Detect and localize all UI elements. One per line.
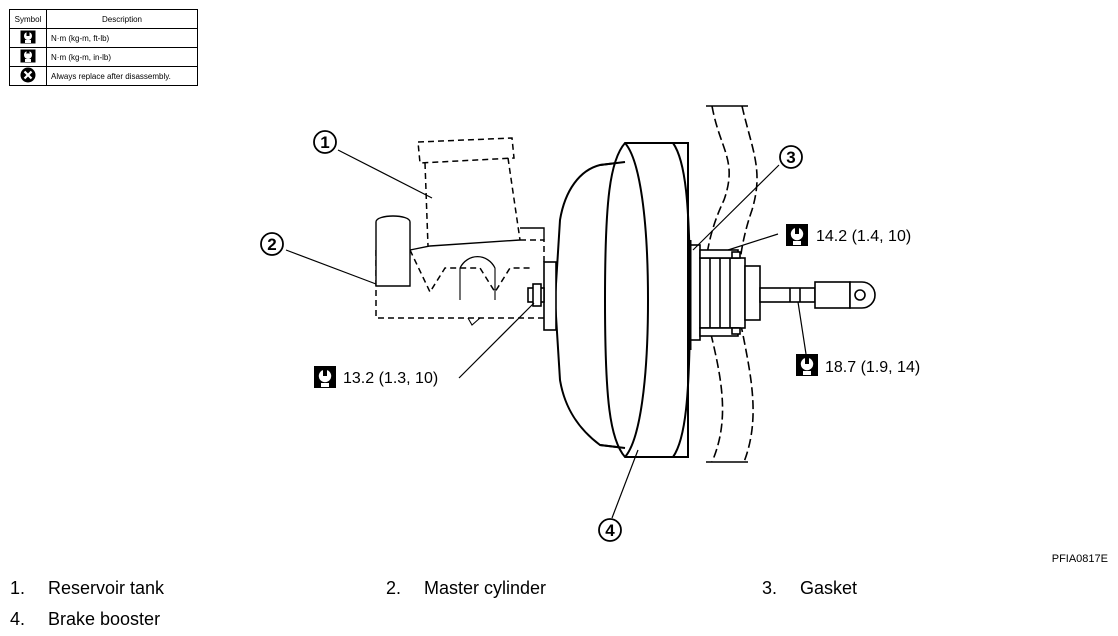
always-replace-icon (20, 67, 36, 83)
leader-line-3 (692, 164, 780, 251)
figure-id: PFIA0817E (1051, 553, 1108, 565)
part-item-2: 2.Master cylinder (386, 578, 547, 598)
svg-text:14.2 (1.4, 10): 14.2 (1.4, 10) (816, 228, 911, 245)
leader-line-torque-14 (727, 233, 779, 251)
callout-1: 1 (313, 130, 337, 154)
torque-wrench-inlb-icon (20, 49, 36, 63)
part-item-4: 4.Brake booster (10, 609, 161, 629)
svg-text:3: 3 (786, 148, 795, 167)
leader-line-torque-13 (458, 302, 535, 379)
callout-3: 3 (779, 145, 803, 169)
callout-2: 2 (260, 232, 284, 256)
booster-pushrod-assembly (689, 244, 876, 341)
part-item-1: 1.Reservoir tank (10, 578, 165, 598)
legend-row-3-text: Always replace after disassembly. (46, 66, 198, 86)
svg-text:2: 2 (267, 235, 276, 254)
master-cylinder-body-outline (375, 215, 545, 287)
svg-text:4: 4 (605, 521, 615, 540)
leader-line-4 (611, 449, 639, 519)
torque-wrench-icon (314, 366, 336, 388)
brake-booster (553, 142, 692, 458)
torque-spec-master-cylinder-nuts: 13.2 (1.3, 10) (314, 366, 438, 388)
torque-wrench-icon (796, 354, 818, 376)
svg-text:1: 1 (320, 133, 329, 152)
leader-line-2 (285, 249, 377, 285)
torque-wrench-icon (20, 30, 36, 44)
part-item-3: 3.Gasket (762, 578, 858, 598)
svg-text:13.2 (1.3, 10): 13.2 (1.3, 10) (343, 370, 438, 387)
svg-text:18.7 (1.9, 14): 18.7 (1.9, 14) (825, 359, 920, 376)
symbol-legend-table: Symbol Description N·m (kg-m, ft-lb) N·m… (9, 9, 198, 86)
torque-spec-pushrod-nut: 18.7 (1.9, 14) (796, 354, 920, 376)
reservoir-tank (417, 137, 521, 247)
leader-line-torque-18 (797, 301, 807, 355)
torque-spec-gasket-nuts: 14.2 (1.4, 10) (786, 224, 911, 246)
leader-line-1 (337, 149, 433, 199)
torque-wrench-icon (786, 224, 808, 246)
master-cylinder-flange (527, 261, 557, 331)
callout-4: 4 (598, 518, 622, 542)
